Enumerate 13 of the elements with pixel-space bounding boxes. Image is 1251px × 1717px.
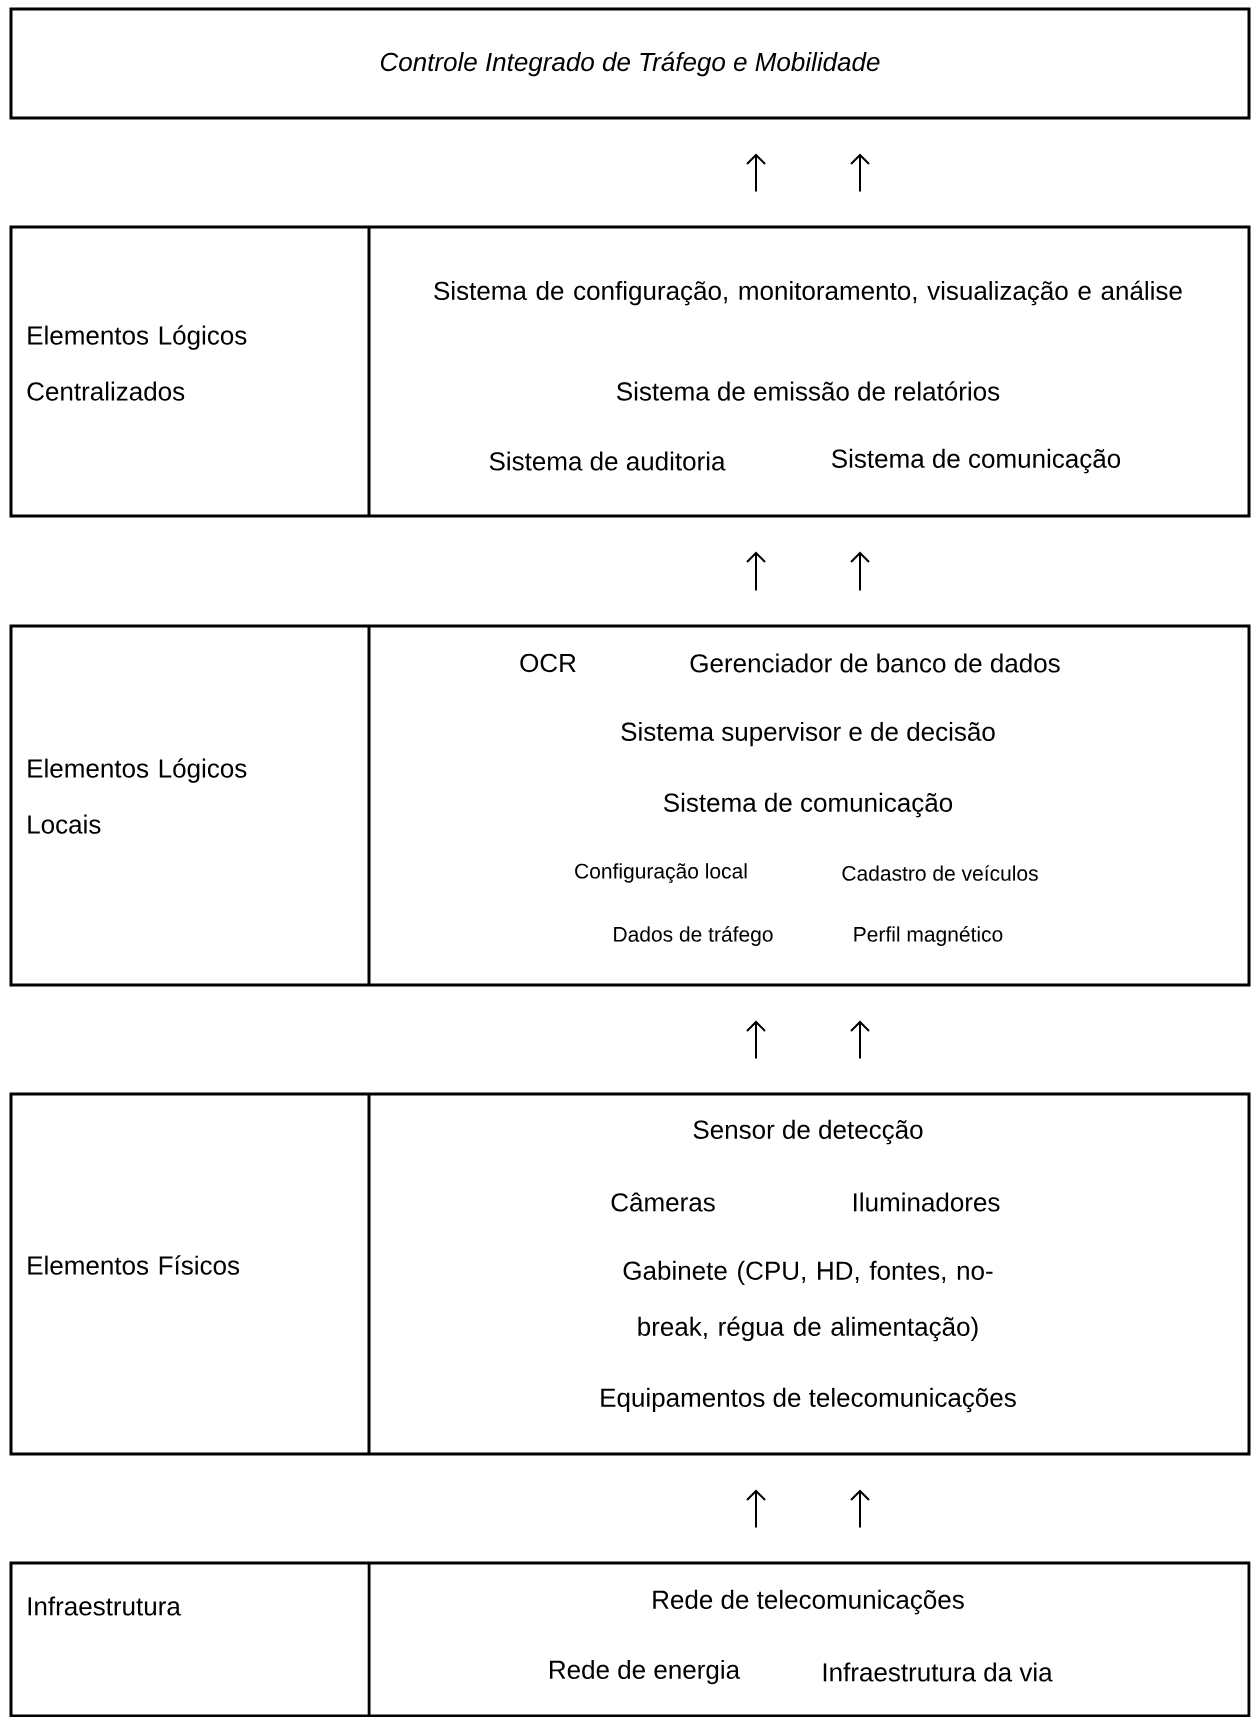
arrow xyxy=(746,551,766,592)
layer-box: Elementos Lógicos Locais OCR Gerenciador de banco de dados Sistema supervisor e de decisão Sistema de comunicação Configuração local Cadastro de veículos Dados de tráfego Perfil magnético xyxy=(9,624,1251,987)
arrow xyxy=(746,1020,766,1060)
arrow xyxy=(746,153,766,193)
title-box: Controle Integrado de Tráfego e Mobilidade xyxy=(9,7,1251,120)
layer-box: Elementos Lógicos Centralizados Sistema de configuração, monitoramento, visualização e análise Sistema de emissão de relatórios Sistema de auditoria Sistema de comunicação xyxy=(9,225,1251,518)
arrow xyxy=(746,1489,766,1529)
arrow xyxy=(850,1020,870,1060)
arrow xyxy=(850,1489,870,1529)
arrow xyxy=(850,153,870,193)
layer-box: Elementos Físicos Sensor de detecção Câmeras Iluminadores Gabinete (CPU, HD, fontes, no-break, régua de alimentação) Equipamentos de telecomunicações xyxy=(9,1092,1251,1456)
arrow xyxy=(850,551,870,592)
layer-box: Infraestrutura Rede de telecomunicações Rede de energia Infraestrutura da via xyxy=(9,1561,1251,1717)
